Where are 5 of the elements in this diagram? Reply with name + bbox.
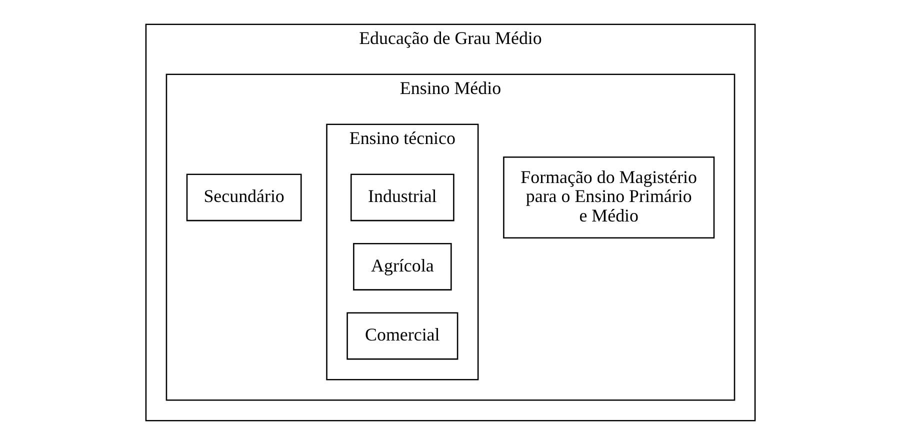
node-box: Secundário	[186, 173, 302, 221]
node-box: Industrial	[350, 173, 454, 221]
node-box: Formação do Magistério para o Ensino Primário e Médio	[503, 156, 715, 238]
node-box: Comercial	[346, 312, 458, 360]
node-box: Agrícola	[353, 242, 452, 290]
